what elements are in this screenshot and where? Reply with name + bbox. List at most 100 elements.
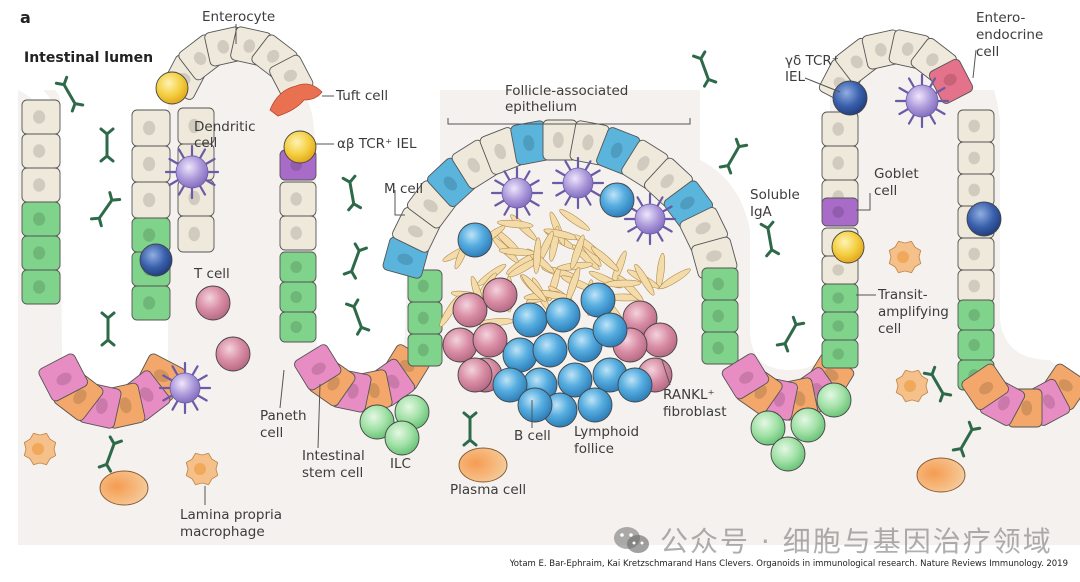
transit-amplifying-cell	[408, 334, 442, 366]
label-rankl-1: RANKL⁺	[663, 387, 715, 403]
enterocyte	[280, 182, 316, 216]
b-cell	[593, 313, 627, 347]
b-cell	[503, 338, 537, 372]
citation: Yotam E. Bar-Ephraim, Kai Kretzschmarand…	[510, 559, 1068, 569]
label-rankl-2: fibroblast	[663, 404, 727, 420]
label-t-cell: T cell	[194, 266, 230, 282]
ab-tcr-iel	[284, 131, 316, 163]
label-transit-1: Transit-	[878, 287, 928, 303]
b-cell	[600, 183, 634, 217]
t-cell	[458, 358, 492, 392]
label-paneth-2: cell	[260, 425, 283, 441]
intestinal-lumen-label: Intestinal lumen	[24, 50, 153, 66]
ilc	[385, 421, 419, 455]
transit-amplifying-cell	[22, 202, 60, 236]
label-dendritic-cell-1: Dendritic	[194, 119, 256, 135]
ilc	[817, 383, 851, 417]
label-enterocyte: Enterocyte	[202, 9, 275, 25]
enterocyte	[822, 112, 858, 146]
b-cell	[458, 223, 492, 257]
transit-amplifying-cell	[702, 268, 738, 300]
transit-amplifying-cell	[822, 284, 858, 312]
enterocyte	[22, 168, 60, 202]
ilc	[791, 408, 825, 442]
transit-amplifying-cell	[702, 332, 738, 364]
label-isc-2: stem cell	[302, 465, 363, 481]
label-isc-1: Intestinal	[302, 448, 365, 464]
transit-amplifying-cell	[822, 312, 858, 340]
b-cell	[513, 303, 547, 337]
transit-amplifying-cell	[132, 286, 170, 320]
t-cell	[443, 328, 477, 362]
t-cell	[196, 286, 230, 320]
enterocyte	[178, 216, 214, 252]
transit-amplifying-cell	[958, 300, 994, 330]
transit-amplifying-cell	[822, 340, 858, 368]
goblet-cell	[822, 198, 858, 226]
plasma-cell	[917, 458, 965, 492]
label-transit-2: amplifying	[878, 304, 949, 320]
gd-tcr-iel	[833, 81, 867, 115]
label-m-cell: M cell	[384, 181, 423, 197]
label-lymphoid-2: follice	[574, 441, 614, 457]
label-macrophage-1: Lamina propria	[180, 507, 282, 523]
t-cell	[483, 278, 517, 312]
label-enteroendocrine-2: endocrine	[976, 27, 1043, 43]
label-gd-tcr-iel-1: γδ TCR⁺	[785, 53, 839, 69]
transit-amplifying-cell	[958, 330, 994, 360]
ab-tcr-iel	[156, 72, 188, 104]
t-cell	[473, 323, 507, 357]
transit-amplifying-cell	[22, 270, 60, 304]
enterocyte	[958, 238, 994, 270]
t-cell	[453, 293, 487, 327]
label-goblet-2: cell	[874, 183, 897, 199]
label-gd-tcr-iel-2: IEL	[785, 69, 805, 85]
label-soluble-iga-1: Soluble	[750, 187, 800, 203]
b-cell	[578, 388, 612, 422]
transit-amplifying-cell	[280, 282, 316, 312]
enterocyte	[132, 110, 170, 146]
b-cell	[618, 368, 652, 402]
label-goblet-1: Goblet	[874, 166, 919, 182]
enterocyte	[280, 216, 316, 250]
label-tuft-cell: Tuft cell	[336, 88, 388, 104]
label-transit-3: cell	[878, 321, 901, 337]
label-macrophage-2: macrophage	[180, 524, 265, 540]
label-plasma-cell: Plasma cell	[450, 482, 526, 498]
enterocyte	[958, 270, 994, 302]
enterocyte	[958, 174, 994, 206]
watermark-text: 公众号 · 细胞与基因治疗领域	[660, 520, 1053, 560]
wechat-icon	[612, 525, 652, 555]
t-cell	[216, 337, 250, 371]
enterocyte	[132, 182, 170, 218]
label-paneth-1: Paneth	[260, 408, 307, 424]
transit-amplifying-cell	[280, 312, 316, 342]
plasma-cell	[459, 448, 507, 482]
ilc	[771, 437, 805, 471]
b-cell	[533, 333, 567, 367]
transit-amplifying-cell	[702, 300, 738, 332]
transit-amplifying-cell	[408, 302, 442, 334]
enterocyte	[132, 146, 170, 182]
b-cell	[518, 388, 552, 422]
gd-tcr-iel	[967, 202, 1001, 236]
transit-amplifying-cell	[22, 236, 60, 270]
transit-amplifying-cell	[280, 252, 316, 282]
plasma-cell	[100, 471, 148, 505]
t-cell	[643, 323, 677, 357]
b-cell	[581, 283, 615, 317]
label-enteroendocrine-3: cell	[976, 44, 999, 60]
label-ilc: ILC	[390, 456, 411, 472]
label-dendritic-cell-2: cell	[194, 135, 217, 151]
label-soluble-iga-2: IgA	[750, 204, 772, 220]
label-ab-tcr-iel: αβ TCR⁺ IEL	[337, 136, 417, 152]
enterocyte	[22, 134, 60, 168]
label-fae-1: Follicle-associated	[505, 83, 628, 99]
label-b-cell: B cell	[514, 428, 551, 444]
enterocyte	[822, 146, 858, 180]
enterocyte	[958, 110, 994, 142]
gd-tcr-iel	[140, 244, 172, 276]
enterocyte	[958, 142, 994, 174]
label-fae-2: epithelium	[505, 99, 577, 115]
b-cell	[546, 298, 580, 332]
